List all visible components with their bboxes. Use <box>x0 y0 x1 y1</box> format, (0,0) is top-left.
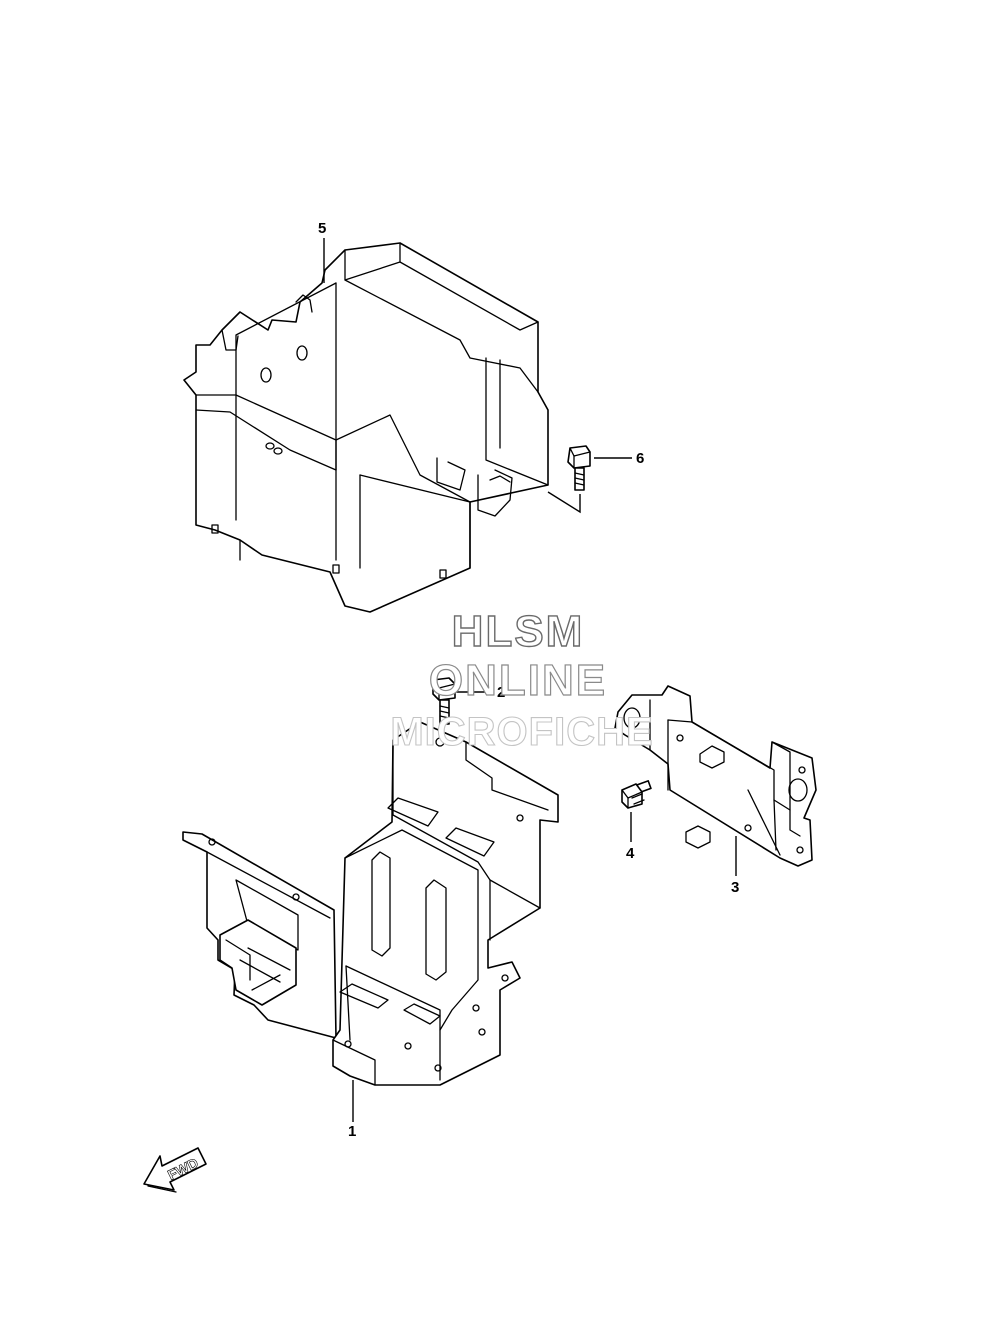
fwd-arrow-icon: FWD <box>143 1147 207 1193</box>
part-1-bracket <box>182 721 559 1086</box>
watermark-line-2: ONLINE <box>429 656 607 705</box>
part-4-bolt <box>621 780 652 809</box>
part-2-bolt <box>432 677 456 725</box>
leader-lines <box>323 238 737 1122</box>
watermark-line-3: MICROFICHE <box>390 710 653 754</box>
callout-5: 5 <box>318 220 326 237</box>
watermark: HLSM ONLINE MICROFICHE <box>390 606 653 754</box>
callout-1: 1 <box>348 1123 356 1140</box>
callout-4: 4 <box>626 845 635 862</box>
callout-6: 6 <box>636 450 644 467</box>
callout-2: 2 <box>497 684 505 701</box>
callout-3: 3 <box>731 879 739 896</box>
part-3-side-bracket <box>614 685 817 867</box>
watermark-line-1: HLSM <box>452 607 585 656</box>
part-6-bolt <box>567 445 591 491</box>
part-5-battery-box <box>183 242 549 613</box>
leader-6-dash <box>547 491 581 514</box>
callout-labels: 5 6 2 4 3 1 <box>318 220 739 1140</box>
fwd-label: FWD <box>165 1155 201 1183</box>
